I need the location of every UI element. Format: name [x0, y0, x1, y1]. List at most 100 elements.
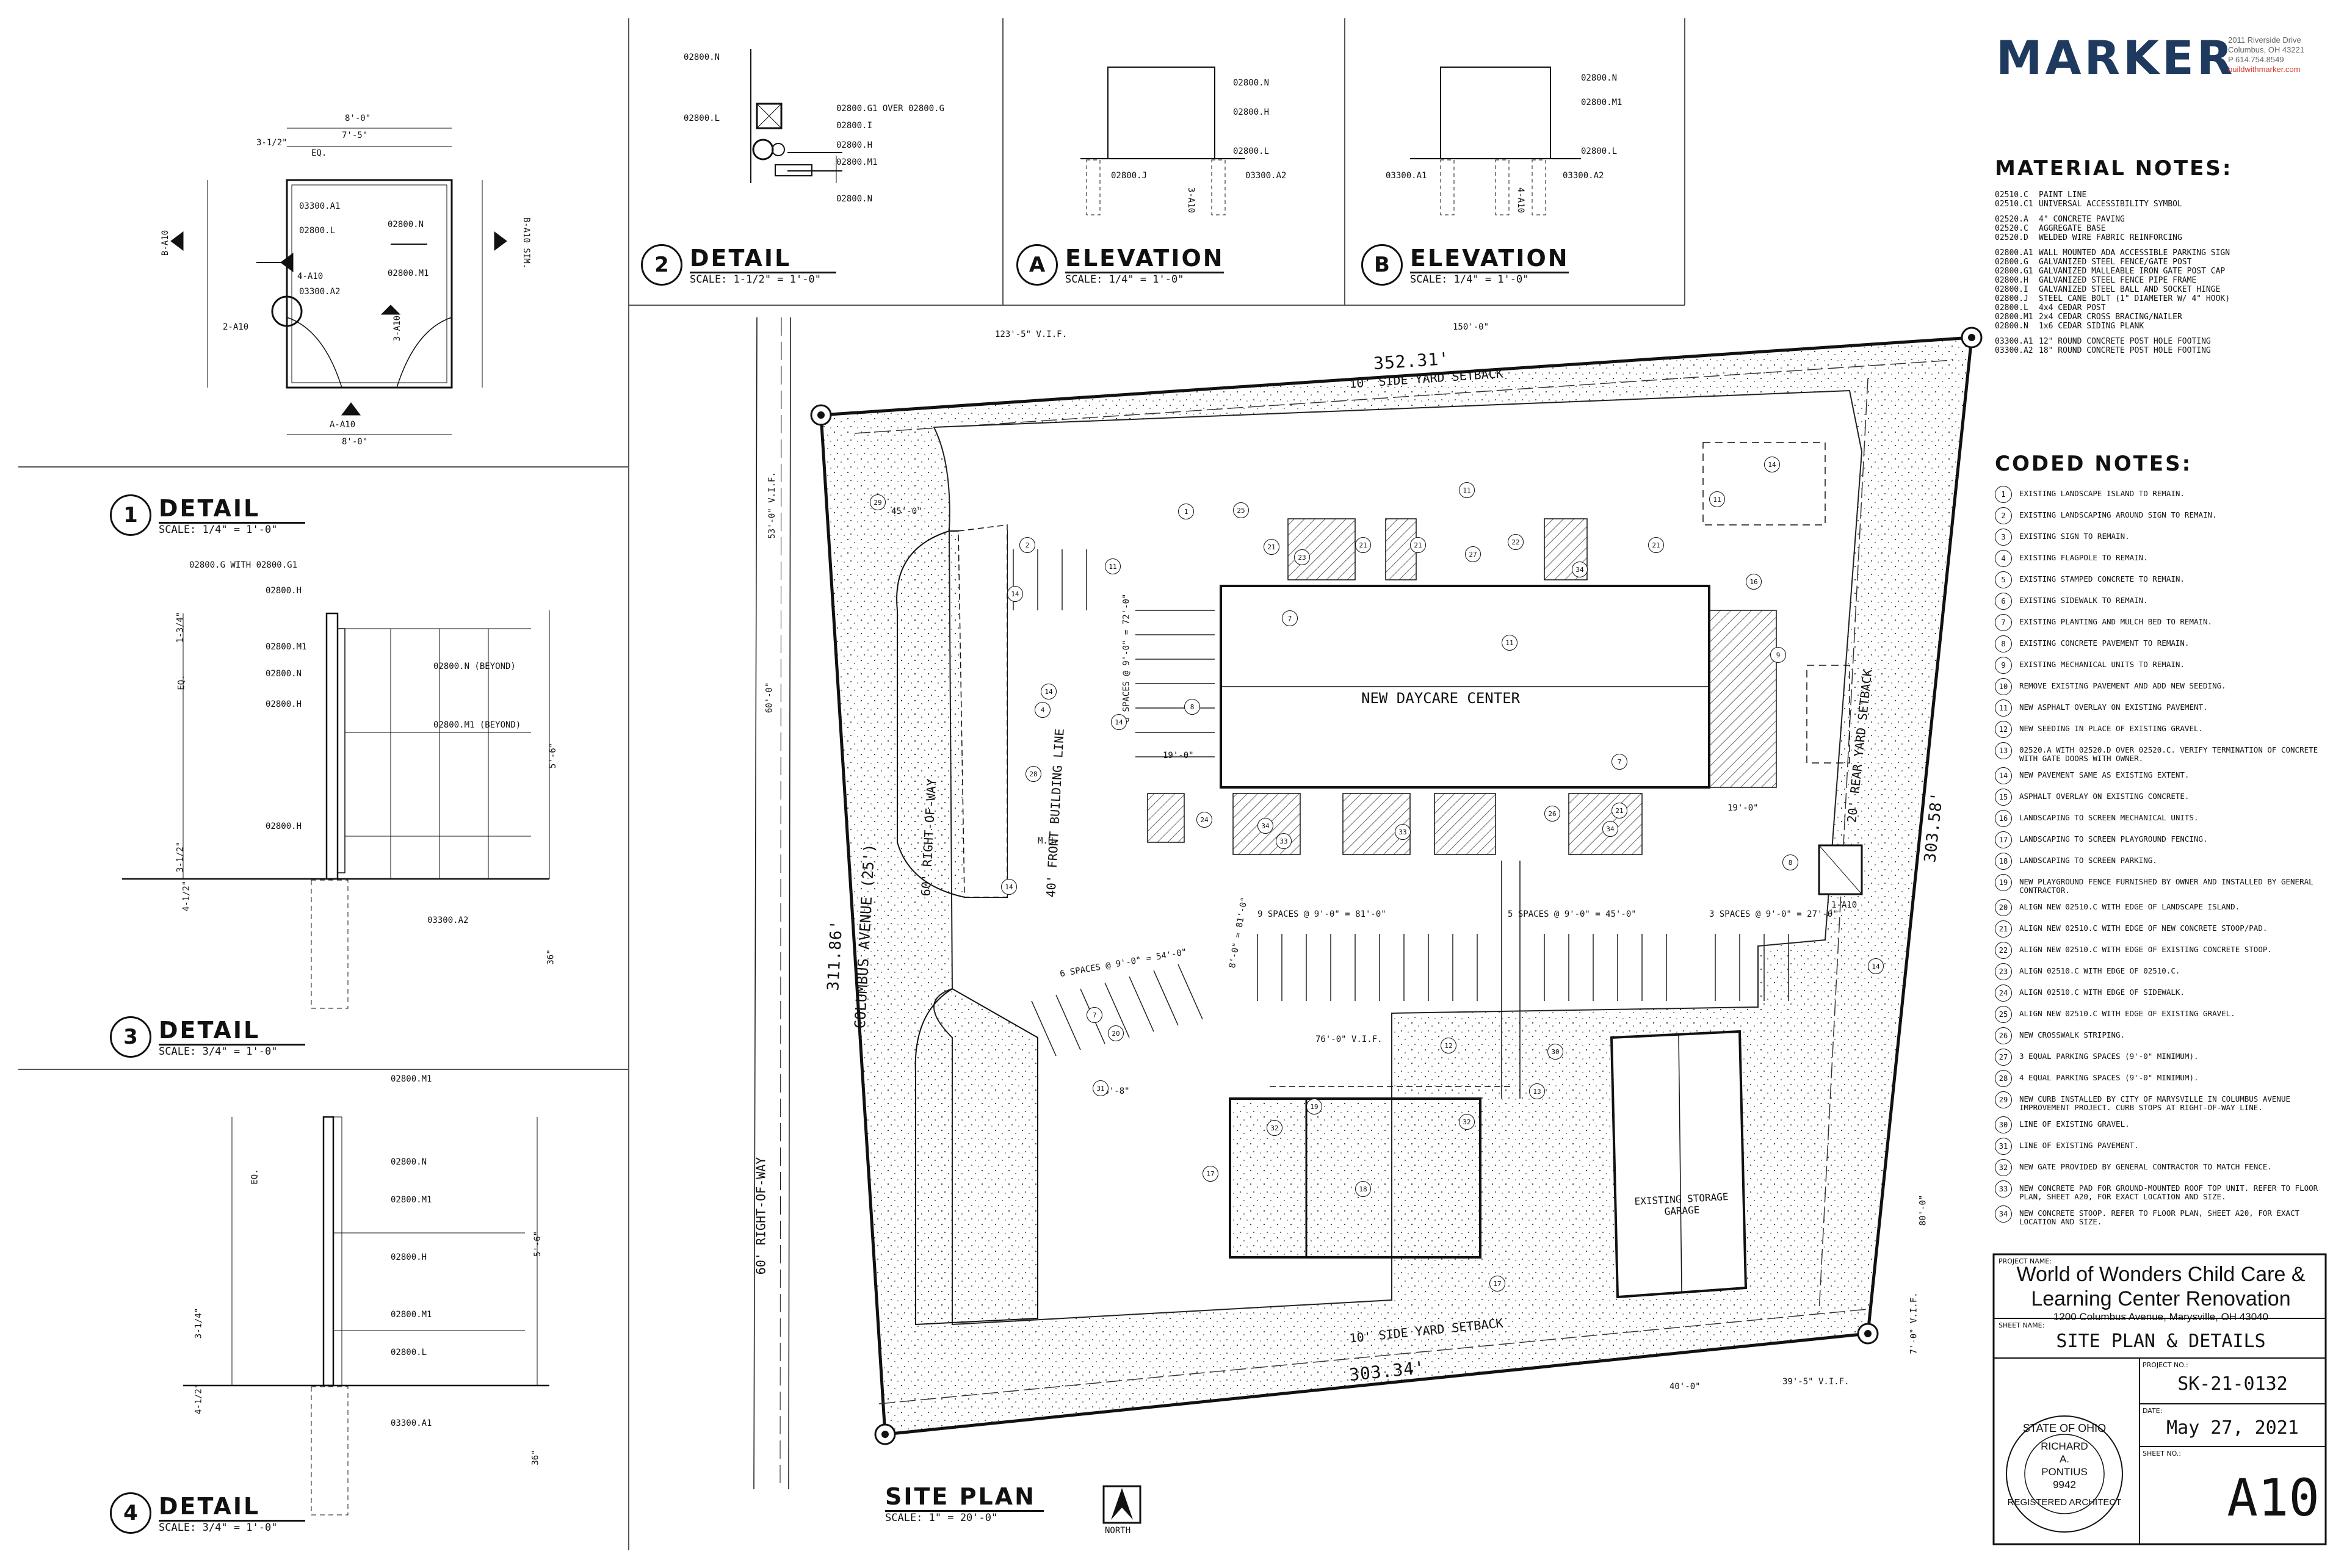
seal-top: STATE OF OHIO — [2022, 1422, 2107, 1434]
dim-395: 39'-5" V.I.F. — [1782, 1377, 1850, 1387]
elevation-a-scale: SCALE: 1/4" = 1'-0" — [1065, 273, 1184, 286]
coded-note-number: 17 — [1995, 831, 2012, 848]
keynote-bubble: 11 — [1502, 635, 1517, 651]
seal-name1: RICHARD — [2041, 1440, 2088, 1452]
d1-ref-4a10: 4-A10 — [297, 272, 324, 281]
keynote-bubble: 12 — [1441, 1038, 1456, 1053]
seal-number: 9942 — [2053, 1479, 2076, 1490]
keynote-bubble: 11 — [1105, 558, 1121, 574]
material-note-text: 1x6 CEDAR SIDING PLANK — [2039, 322, 2144, 331]
project-no: SK-21-0132 — [2177, 1373, 2288, 1395]
keynote-bubble: 24 — [1196, 812, 1212, 828]
ea-label-l: 02800.L — [1233, 146, 1270, 156]
dim-19a: 19'-0" — [1163, 751, 1194, 761]
d3-dim-36: 36" — [546, 949, 556, 965]
firm-address2: Columbus, OH 43221 — [2228, 45, 2305, 54]
coded-note-number: 28 — [1995, 1070, 2012, 1087]
material-note-text: WALL MOUNTED ADA ACCESSIBLE PARKING SIGN — [2039, 248, 2230, 258]
coded-note-text: NEW ASPHALT OVERLAY ON EXISTING PAVEMENT… — [2019, 703, 2208, 712]
seal-name3: PONTIUS — [2041, 1466, 2088, 1478]
coded-note-number: 1 — [1995, 486, 2012, 503]
detail-4-number: 4 — [110, 1492, 151, 1534]
keynote-bubble: 21 — [1612, 803, 1627, 818]
d4-label-n: 02800.N — [391, 1157, 427, 1167]
project-name-line2: Learning Center Renovation — [2031, 1287, 2291, 1310]
detail-4-title-block: 4 DETAIL SCALE: 3/4" = 1'-0" — [110, 1492, 305, 1534]
project-no-label: PROJECT NO.: — [2143, 1361, 2188, 1369]
d1-ref-2a10: 2-A10 — [223, 322, 249, 332]
firm-phone: P 614.754.8549 — [2228, 55, 2284, 64]
dim-9-spaces: 9 SPACES @ 9'-0" = 81'-0" — [1257, 909, 1386, 919]
keynote-bubble: 1 — [1178, 504, 1194, 519]
keynote-bubble: 22 — [1508, 534, 1524, 550]
dim-60: 60'-0" — [764, 682, 775, 714]
material-note-code: 02800.I — [1995, 285, 2028, 294]
keynote-bubble: 11 — [1459, 482, 1475, 498]
material-note-code: 02800.G1 — [1995, 267, 2033, 276]
d3-label-h: 02800.H — [266, 586, 302, 596]
date-label: DATE: — [2143, 1407, 2163, 1415]
detail-4-scale: SCALE: 3/4" = 1'-0" — [159, 1521, 278, 1534]
material-notes-group: 03300.A1 12" ROUND CONCRETE POST HOLE FOO… — [1995, 337, 2312, 355]
material-note-text: 12" ROUND CONCRETE POST HOLE FOOTING — [2039, 337, 2211, 346]
coded-note-text: NEW CONCRETE PAD FOR GROUND-MOUNTED ROOF… — [2019, 1183, 2318, 1201]
detail2-section — [750, 49, 842, 183]
coded-note-text: NEW SEEDING IN PLACE OF EXISTING GRAVEL. — [2019, 724, 2204, 733]
firm-logo[interactable]: MARKER — [1996, 31, 2235, 85]
coded-note: 5 EXISTING STAMPED CONCRETE TO REMAIN. — [1995, 571, 2324, 588]
eb-label-m1: 02800.M1 — [1581, 98, 1622, 107]
detail-2-title-block: 2 DETAIL SCALE: 1-1/2" = 1'-0" — [641, 244, 836, 286]
coded-note-number: 4 — [1995, 550, 2012, 567]
coded-note-text: EXISTING STAMPED CONCRETE TO REMAIN. — [2019, 574, 2185, 583]
coded-note-number: 15 — [1995, 789, 2012, 806]
keynote-bubble: 28 — [1026, 766, 1041, 782]
detail3-elevation — [122, 610, 550, 1009]
material-note-code: 03300.A2 — [1995, 346, 2033, 355]
d2-label-n2: 02800.N — [836, 194, 873, 204]
coded-note-number: 5 — [1995, 571, 2012, 588]
dim-80: 80'-0" — [1918, 1194, 1928, 1226]
material-note-text: 4" CONCRETE PAVING — [2039, 215, 2125, 224]
keynote-bubble: 19 — [1306, 1099, 1322, 1115]
firm-web[interactable]: buildwithmarker.com — [2228, 65, 2301, 74]
d1-label-a2: 03300.A2 — [299, 287, 341, 297]
sheet-no-label: SHEET NO.: — [2143, 1450, 2182, 1458]
coded-note-number: 25 — [1995, 1006, 2012, 1023]
detail-1-scale: SCALE: 1/4" = 1'-0" — [159, 523, 278, 536]
d3-label-h2: 02800.H — [266, 699, 302, 709]
material-note-code: 03300.A1 — [1995, 337, 2033, 346]
elevation-a-title-block: A ELEVATION SCALE: 1/4" = 1'-0" — [1016, 244, 1224, 286]
d4-dim-56: 5'-6" — [533, 1230, 543, 1257]
d2-label-l: 02800.L — [684, 114, 720, 123]
coded-note-number: 33 — [1995, 1180, 2012, 1198]
keynote-bubble: 14 — [1001, 879, 1017, 895]
d4-label-m1: 02800.M1 — [391, 1074, 432, 1084]
coded-note-number: 27 — [1995, 1049, 2012, 1066]
project-name-label: PROJECT NAME: — [1999, 1257, 2052, 1265]
keynote-bubble: 17 — [1203, 1166, 1218, 1182]
side-setback-top-line — [854, 359, 1954, 434]
keynote-bubble: 34 — [1257, 818, 1273, 834]
keynote-bubble: 29 — [870, 494, 886, 510]
keynote-bubble: 13 — [1529, 1083, 1545, 1099]
dim-7: 7'-0" V.I.F. — [1909, 1292, 1919, 1354]
coded-note-text: EXISTING LANDSCAPING AROUND SIGN TO REMA… — [2019, 510, 2217, 519]
